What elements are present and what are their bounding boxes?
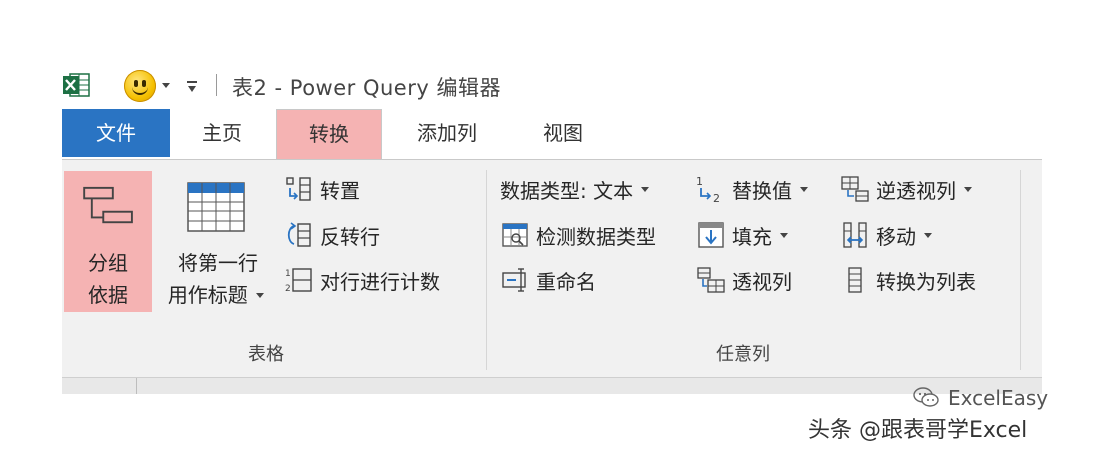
first-row-label-1: 将第一行 bbox=[178, 251, 258, 275]
svg-text:1: 1 bbox=[285, 269, 291, 279]
wechat-icon bbox=[913, 387, 939, 407]
replace-values-label: 替换值 bbox=[732, 178, 792, 203]
group-divider bbox=[1020, 170, 1021, 370]
detect-data-type-button[interactable]: 检测数据类型 bbox=[500, 218, 656, 252]
data-type-dropdown[interactable]: 数据类型: 文本 bbox=[500, 172, 650, 206]
data-type-label: 数据类型: 文本 bbox=[500, 178, 634, 203]
status-strip bbox=[62, 377, 1042, 394]
status-divider bbox=[136, 378, 137, 394]
transpose-icon bbox=[286, 177, 311, 201]
detect-data-type-icon bbox=[502, 223, 528, 247]
group-by-label-1: 分组 bbox=[88, 251, 128, 275]
pivot-column-icon bbox=[697, 267, 725, 293]
reverse-rows-label: 反转行 bbox=[320, 224, 380, 249]
table-headers-icon bbox=[187, 182, 245, 232]
replace-values-chevron-icon[interactable] bbox=[800, 186, 808, 192]
move-column-icon bbox=[843, 222, 867, 248]
svg-text:1: 1 bbox=[696, 175, 703, 188]
use-first-row-as-headers-button[interactable]: 将第一行 用作标题 bbox=[158, 171, 278, 312]
fill-button[interactable]: 填充 bbox=[696, 218, 788, 252]
rename-button[interactable]: 重命名 bbox=[500, 263, 596, 297]
fill-down-icon bbox=[698, 222, 724, 248]
reverse-rows-button[interactable]: 反转行 bbox=[284, 218, 380, 252]
rename-icon bbox=[502, 268, 526, 292]
excel-logo-icon[interactable] bbox=[62, 71, 90, 99]
rename-label: 重命名 bbox=[536, 269, 596, 294]
move-chevron-icon[interactable] bbox=[924, 232, 932, 238]
count-rows-label: 对行进行计数 bbox=[320, 269, 440, 294]
group-by-icon bbox=[83, 186, 133, 224]
replace-values-button[interactable]: 1 2 替换值 bbox=[696, 172, 808, 206]
fill-label: 填充 bbox=[732, 224, 772, 249]
title-bar: 表2 - Power Query 编辑器 bbox=[62, 66, 1042, 104]
count-rows-icon: 1 2 bbox=[285, 268, 312, 294]
convert-to-list-label: 转换为列表 bbox=[876, 269, 976, 294]
divider bbox=[216, 74, 217, 96]
group-label-any-column: 任意列 bbox=[716, 344, 770, 365]
tab-add-column[interactable]: 添加列 bbox=[417, 121, 477, 145]
tab-file[interactable]: 文件 bbox=[62, 109, 170, 157]
ribbon-tabs: 文件 主页 转换 添加列 视图 bbox=[62, 109, 1042, 160]
tab-transform[interactable]: 转换 bbox=[276, 109, 382, 160]
fill-chevron-icon[interactable] bbox=[780, 232, 788, 238]
first-row-dropdown-icon[interactable] bbox=[256, 293, 265, 298]
move-button[interactable]: 移动 bbox=[840, 218, 932, 252]
group-divider bbox=[486, 170, 487, 370]
count-rows-button[interactable]: 1 2 对行进行计数 bbox=[284, 263, 440, 297]
convert-to-list-button[interactable]: 转换为列表 bbox=[840, 263, 976, 297]
first-row-label-2-wrap: 用作标题 bbox=[156, 279, 276, 311]
convert-to-list-icon bbox=[848, 267, 862, 293]
smiley-dropdown-icon[interactable] bbox=[162, 83, 170, 88]
detect-data-type-label: 检测数据类型 bbox=[536, 224, 656, 249]
data-type-chevron-icon bbox=[641, 186, 650, 192]
customize-toolbar-icon[interactable] bbox=[186, 80, 198, 94]
pivot-column-button[interactable]: 透视列 bbox=[696, 263, 792, 297]
unpivot-columns-icon bbox=[841, 176, 869, 202]
tab-home[interactable]: 主页 bbox=[202, 121, 242, 145]
reverse-rows-icon bbox=[287, 222, 311, 247]
watermark-name: ExcelEasy bbox=[948, 386, 1049, 410]
smiley-icon[interactable] bbox=[124, 70, 156, 102]
transpose-button[interactable]: 转置 bbox=[284, 172, 360, 206]
move-label: 移动 bbox=[876, 224, 916, 249]
group-label-table: 表格 bbox=[248, 344, 284, 365]
svg-text:2: 2 bbox=[713, 192, 720, 204]
first-row-label-2: 用作标题 bbox=[167, 283, 248, 307]
transpose-label: 转置 bbox=[320, 178, 360, 203]
ribbon-panel: 分组 依据 将第一行 用作标题 转置 bbox=[62, 159, 1042, 378]
svg-text:2: 2 bbox=[285, 284, 291, 294]
unpivot-columns-button[interactable]: 逆透视列 bbox=[840, 172, 972, 206]
pivot-column-label: 透视列 bbox=[732, 269, 792, 294]
unpivot-chevron-icon[interactable] bbox=[964, 186, 972, 192]
window-title: 表2 - Power Query 编辑器 bbox=[232, 76, 501, 100]
group-by-button[interactable]: 分组 依据 bbox=[64, 171, 152, 312]
watermark-credit: 头条 @跟表哥学Excel bbox=[808, 418, 1028, 443]
replace-values-icon: 1 2 bbox=[696, 175, 720, 204]
unpivot-columns-label: 逆透视列 bbox=[876, 178, 956, 203]
tab-view[interactable]: 视图 bbox=[543, 121, 583, 145]
group-by-label-2: 依据 bbox=[88, 283, 128, 307]
